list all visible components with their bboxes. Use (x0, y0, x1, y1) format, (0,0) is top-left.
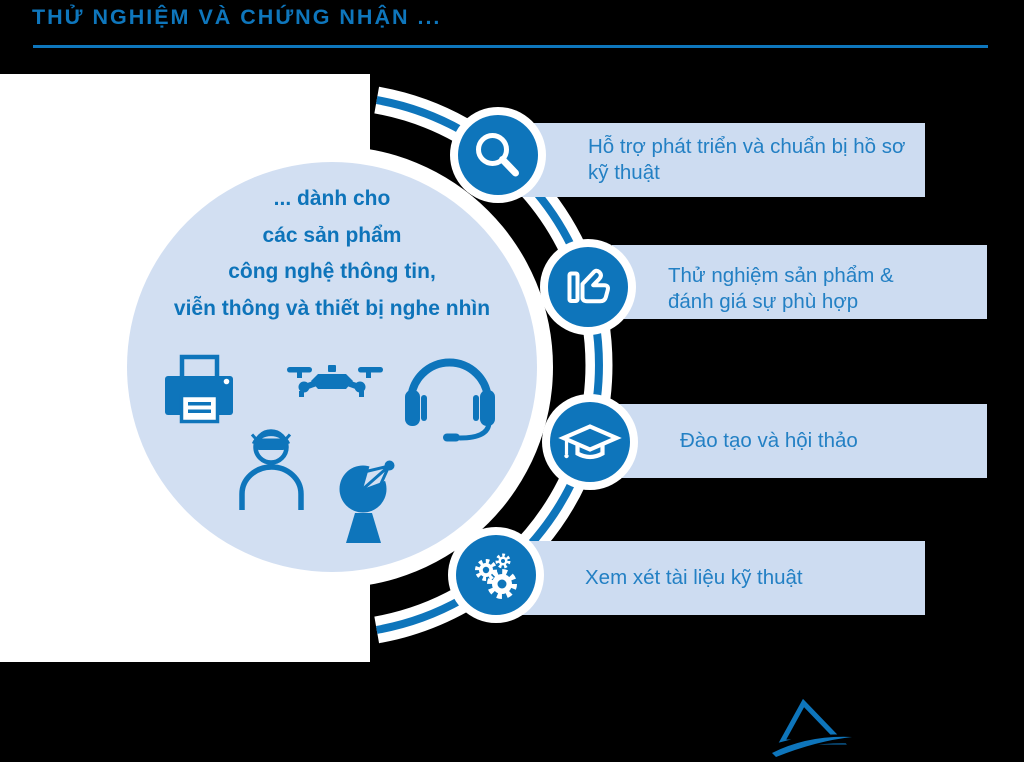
service-circle-2 (540, 239, 636, 335)
service-bar-4 (520, 541, 925, 615)
caption-line: công nghệ thông tin, (228, 260, 436, 283)
service-label-1: Hỗ trợ phát triển và chuẩn bị hồ sơ kỹ t… (588, 135, 906, 184)
caption-line: ... dành cho (273, 187, 391, 210)
service-bar-1 (510, 123, 925, 197)
triangle-wave-logo (772, 698, 852, 757)
magnifier-icon (476, 133, 519, 177)
service-label-4: Xem xét tài liệu kỹ thuật (585, 566, 803, 589)
caption-line: viễn thông và thiết bị nghe nhìn (173, 296, 491, 320)
caption-line: các sản phẩm (262, 223, 402, 247)
vr-person-icon (239, 429, 304, 510)
gears-icon (475, 553, 517, 599)
title-underline (33, 45, 988, 48)
printer-icon (165, 354, 233, 424)
service-bar-2 (612, 245, 987, 319)
headset-icon (405, 358, 495, 442)
graduation-cap-icon (558, 424, 622, 460)
service-circle-3 (542, 394, 638, 490)
service-label-3: Đào tạo và hội thảo (680, 429, 858, 452)
service-label-2: Thử nghiệm sản phẩm & đánh giá sự phù hợ… (668, 264, 894, 313)
page-title: THỬ NGHIỆM VÀ CHỨNG NHẬN ... (32, 5, 442, 29)
drone-icon (287, 365, 383, 397)
service-bar-3 (612, 404, 987, 478)
thumbs-up-icon (567, 268, 610, 304)
center-circle-caption: ... dành cho các sản phẩm công nghệ thôn… (112, 181, 552, 327)
satellite-dish-icon (339, 460, 395, 543)
